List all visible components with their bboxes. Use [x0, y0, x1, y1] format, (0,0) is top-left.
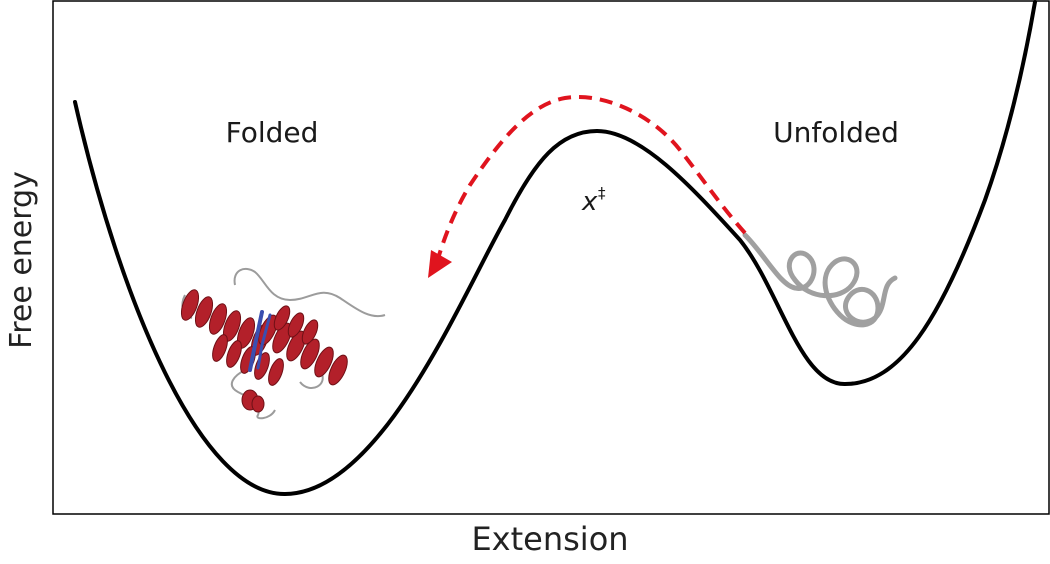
free-energy-curve [73, 0, 1037, 497]
unfolded-chain-icon [742, 232, 898, 328]
folded-protein-icon [180, 267, 386, 420]
refolding-path-arrow [435, 95, 747, 263]
transition-state-superscript: ‡ [598, 184, 606, 202]
x-axis-label: Extension [471, 520, 629, 558]
folded-state-label: Folded [226, 116, 319, 149]
unfolded-state-label: Unfolded [773, 116, 899, 149]
y-axis-label: Free energy [4, 171, 39, 349]
plot-frame [52, 0, 1050, 515]
arrow-head-icon [428, 250, 452, 278]
transition-state-label: x [581, 187, 598, 217]
